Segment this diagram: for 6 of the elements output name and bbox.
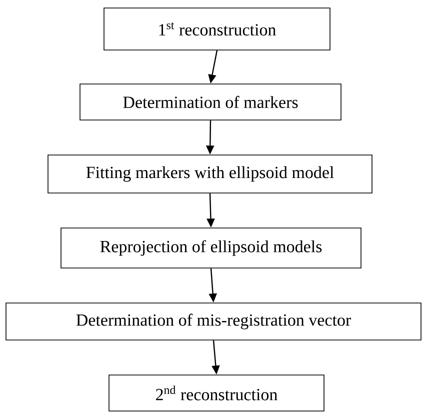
process-box: Determination of mis-registration vector	[6, 302, 422, 340]
process-box: Fitting markers with ellipsoid model	[48, 154, 372, 194]
process-box: Reprojection of ellipsoid models	[60, 228, 362, 268]
process-box: 1$^{st}$ reconstruction	[104, 8, 330, 50]
process-box: 2$^{nd}$ reconstruction	[108, 374, 324, 412]
process-box: Determination of markers	[80, 84, 342, 120]
